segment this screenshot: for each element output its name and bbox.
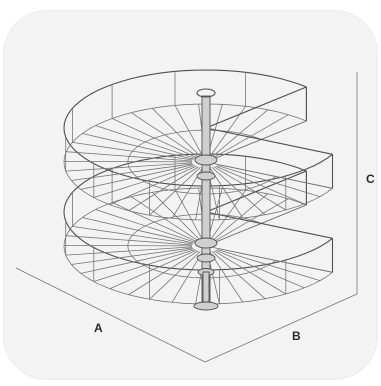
lower-spoke	[71, 247, 193, 265]
lower-spoke	[93, 249, 195, 282]
lower-spoke	[80, 248, 194, 274]
upper-spoke	[211, 109, 269, 158]
upper-spoke	[95, 125, 196, 159]
lower-spoke	[66, 235, 193, 246]
upper-spoke	[109, 165, 197, 206]
lower-spoke	[109, 249, 197, 290]
upper-spoke	[149, 167, 201, 216]
upper-spoke	[66, 151, 193, 162]
upper-spoke	[215, 165, 305, 205]
upper-spoke	[214, 114, 289, 158]
upper-spoke	[65, 162, 193, 172]
lower-cut-edge-top	[205, 170, 307, 213]
upper-spoke	[63, 160, 192, 163]
center-post	[193, 88, 219, 311]
upper-cut-edge-bottom	[205, 161, 333, 189]
upper-spoke	[174, 105, 204, 157]
dimension-a-label: A	[94, 321, 103, 335]
upper-spoke	[71, 163, 193, 181]
lower-spoke	[111, 202, 197, 242]
upper-spoke	[128, 166, 199, 211]
lower-spoke	[217, 249, 321, 281]
lower-spoke	[211, 193, 269, 242]
lower-spoke	[149, 251, 201, 300]
upper-spoke	[213, 166, 287, 211]
lower-spoke	[209, 251, 244, 303]
upper-spoke	[111, 118, 197, 158]
dimension-b-label: B	[292, 329, 301, 343]
lower-spoke	[63, 244, 192, 247]
upper-spoke	[130, 112, 199, 158]
lower-spoke	[130, 196, 199, 242]
upper-cut-edge-top	[205, 127, 333, 155]
lower-spoke	[128, 250, 199, 295]
upper-spoke	[211, 167, 266, 215]
lower-spoke	[152, 192, 201, 241]
lower-tier-basket	[63, 153, 334, 305]
lower-spoke	[95, 209, 196, 243]
upper-cut-edge-bottom	[205, 120, 307, 163]
lower-spoke	[213, 250, 287, 295]
lower-spoke	[215, 249, 305, 289]
upper-cut-edge-top	[205, 86, 307, 129]
lower-spoke	[171, 251, 203, 303]
upper-spoke	[93, 165, 195, 198]
lower-spoke	[214, 198, 289, 242]
lower-cut-edge-bottom	[205, 204, 307, 247]
upper-spoke	[217, 165, 321, 197]
lower-spoke	[82, 217, 194, 244]
dimension-lines	[15, 72, 358, 363]
upper-spoke	[152, 108, 201, 157]
lower-cut-edge-top	[205, 211, 333, 239]
upper-spoke	[82, 133, 194, 160]
lower-cut-edge-bottom	[205, 245, 333, 273]
upper-tier-basket	[63, 69, 334, 221]
dimension-c-label: C	[366, 172, 375, 186]
upper-spoke	[72, 142, 193, 161]
lower-spoke	[174, 189, 204, 241]
upper-spoke	[80, 164, 194, 190]
lower-spoke	[211, 251, 266, 299]
lower-spoke	[72, 226, 193, 245]
lower-spoke	[65, 246, 193, 256]
